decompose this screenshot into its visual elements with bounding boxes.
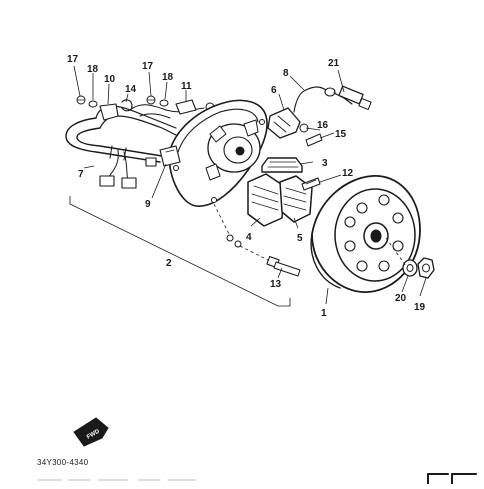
washer-part-18a (88, 100, 98, 108)
callout-20: 20 (395, 293, 407, 304)
screws-under-stator (226, 234, 242, 248)
washer-part-20 (402, 259, 418, 277)
callout-10: 10 (104, 74, 116, 85)
coil-part-3 (261, 157, 303, 173)
bolt-part-12 (301, 177, 321, 191)
screw-part-17a (76, 95, 86, 105)
callout-18b: 18 (162, 72, 174, 83)
coil-part-4 (247, 173, 285, 227)
callout-17b: 17 (142, 61, 154, 72)
callout-1: 1 (321, 308, 327, 319)
lead-wire-part-8 (305, 86, 353, 105)
callout-16: 16 (317, 120, 329, 131)
callout-19: 19 (414, 302, 426, 313)
screw-part-15 (305, 133, 323, 147)
clip-part-14 (121, 99, 133, 112)
callout-21: 21 (328, 58, 340, 69)
callout-13: 13 (270, 279, 282, 290)
callout-2: 2 (166, 258, 172, 269)
pulser-coil-part-6 (267, 89, 307, 139)
callout-labels: 1 2 3 4 5 6 7 8 9 10 11 12 13 14 15 16 1… (67, 54, 426, 319)
callout-14: 14 (125, 84, 137, 95)
callout-7: 7 (78, 169, 84, 180)
washer-part-18b (159, 99, 169, 107)
leader-lines (73, 65, 427, 305)
forward-arrow-icon: FWD (73, 417, 109, 447)
callout-12: 12 (342, 168, 354, 179)
callout-5: 5 (297, 233, 303, 244)
nut-part-19 (417, 257, 435, 279)
screw-part-17b (146, 95, 156, 105)
plate-part-9 (159, 145, 181, 167)
callout-8: 8 (283, 68, 289, 79)
frame-corner-mark (427, 473, 477, 485)
connector-part-21 (338, 85, 372, 111)
callout-15: 15 (335, 129, 347, 140)
callout-9: 9 (145, 199, 151, 210)
stator-base-plate (168, 99, 268, 207)
part-code-label: 34Y300-4340 (37, 458, 89, 467)
callout-4: 4 (246, 232, 252, 243)
flywheel-rotor-part-1 (310, 175, 421, 293)
assembly-bracket-part-2 (69, 196, 291, 307)
callout-18a: 18 (87, 64, 99, 75)
bolt-part-13 (266, 255, 301, 277)
callout-11: 11 (181, 81, 192, 92)
callout-6: 6 (271, 85, 277, 96)
callout-17a: 17 (67, 54, 79, 65)
callout-3: 3 (322, 158, 328, 169)
clamp-part-10 (99, 103, 119, 121)
